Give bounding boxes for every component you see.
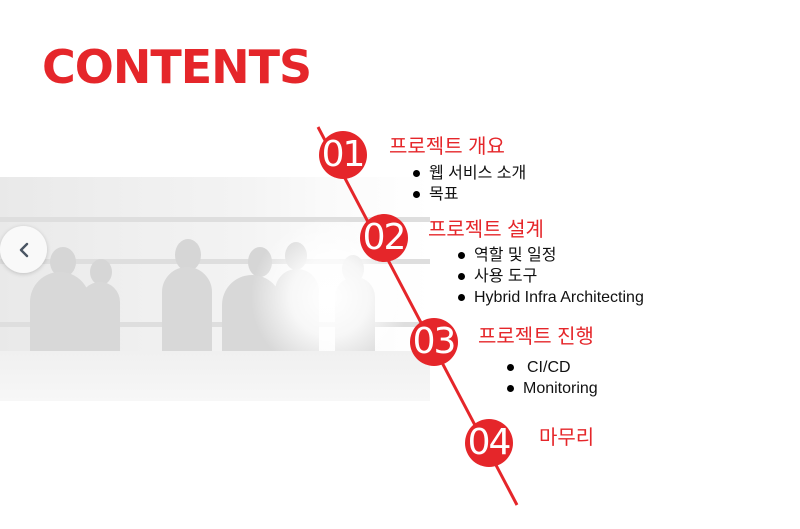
- section-number-04: 04: [465, 419, 513, 467]
- section-title-progress[interactable]: 프로젝트 진행: [478, 326, 594, 348]
- list-item: 웹 서비스 소개: [409, 163, 526, 184]
- list-item: 사용 도구: [454, 266, 644, 287]
- section-01-items: 웹 서비스 소개 목표: [409, 163, 526, 205]
- section-title-wrap-up[interactable]: 마무리: [539, 427, 595, 449]
- list-item: CI/CD: [503, 357, 598, 378]
- list-item: Monitoring: [503, 378, 598, 399]
- list-item: 역할 및 일정: [454, 245, 644, 266]
- section-03-items: CI/CD Monitoring: [503, 357, 598, 399]
- page-title: CONTENTS: [42, 40, 312, 94]
- section-number-01: 01: [319, 131, 367, 179]
- section-02-items: 역할 및 일정 사용 도구 Hybrid Infra Architecting: [454, 245, 644, 308]
- chevron-left-icon: [19, 242, 28, 257]
- section-title-design[interactable]: 프로젝트 설계: [428, 219, 544, 241]
- background-photo-business-people: [0, 177, 430, 401]
- previous-slide-button[interactable]: [0, 226, 47, 273]
- list-item: 목표: [409, 184, 526, 205]
- section-number-03: 03: [410, 318, 458, 366]
- section-title-overview[interactable]: 프로젝트 개요: [389, 136, 505, 158]
- section-number-02: 02: [360, 214, 408, 262]
- list-item: Hybrid Infra Architecting: [454, 287, 644, 308]
